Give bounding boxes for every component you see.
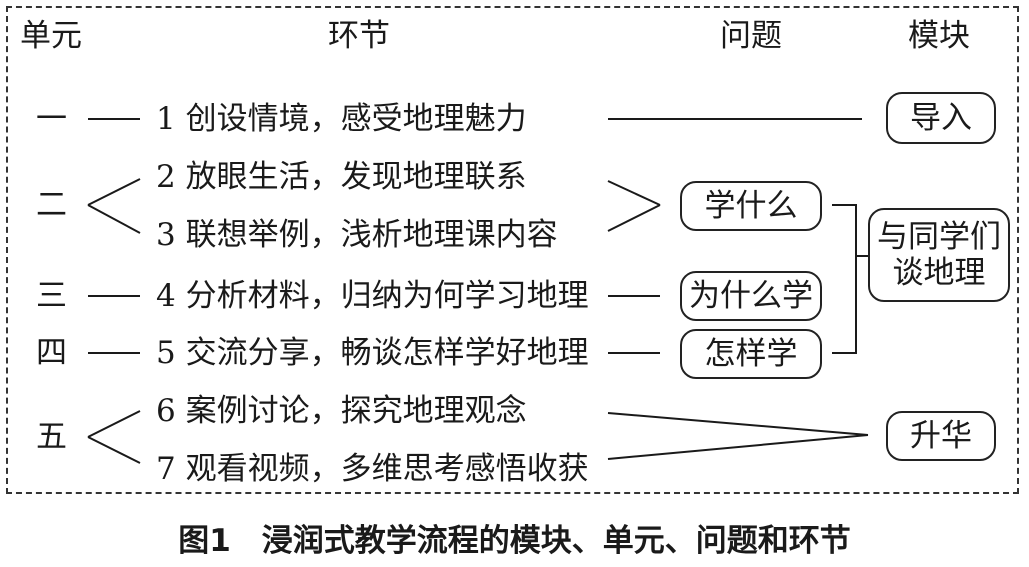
module-sublimate: 升华 [886, 411, 996, 461]
module-discuss: 与同学们 谈地理 [868, 208, 1010, 302]
step-1: 1 创设情境，感受地理魅力 [156, 101, 527, 137]
unit-1: 一 [36, 101, 67, 137]
module-intro: 导入 [886, 92, 996, 144]
header-step: 环节 [328, 18, 390, 54]
step-3: 3 联想举例，浅析地理课内容 [156, 217, 558, 253]
step-6: 6 案例讨论，探究地理观念 [156, 393, 527, 429]
step-4: 4 分析材料，归纳为何学习地理 [156, 278, 589, 314]
question-how: 怎样学 [680, 329, 822, 379]
unit-4: 四 [36, 335, 67, 371]
unit-3: 三 [36, 278, 67, 314]
header-question: 问题 [720, 18, 782, 54]
step-7: 7 观看视频，多维思考感悟收获 [156, 451, 589, 487]
unit-2: 二 [36, 187, 67, 223]
step-2: 2 放眼生活，发现地理联系 [156, 159, 527, 195]
header-module: 模块 [908, 18, 970, 54]
diagram-frame [6, 6, 1019, 494]
figure-caption: 图1 浸润式教学流程的模块、单元、问题和环节 [178, 523, 851, 559]
unit-5: 五 [36, 419, 67, 455]
step-5: 5 交流分享，畅谈怎样学好地理 [156, 335, 589, 371]
header-unit: 单元 [20, 18, 82, 54]
question-what: 学什么 [680, 181, 822, 231]
question-why: 为什么学 [680, 271, 822, 321]
